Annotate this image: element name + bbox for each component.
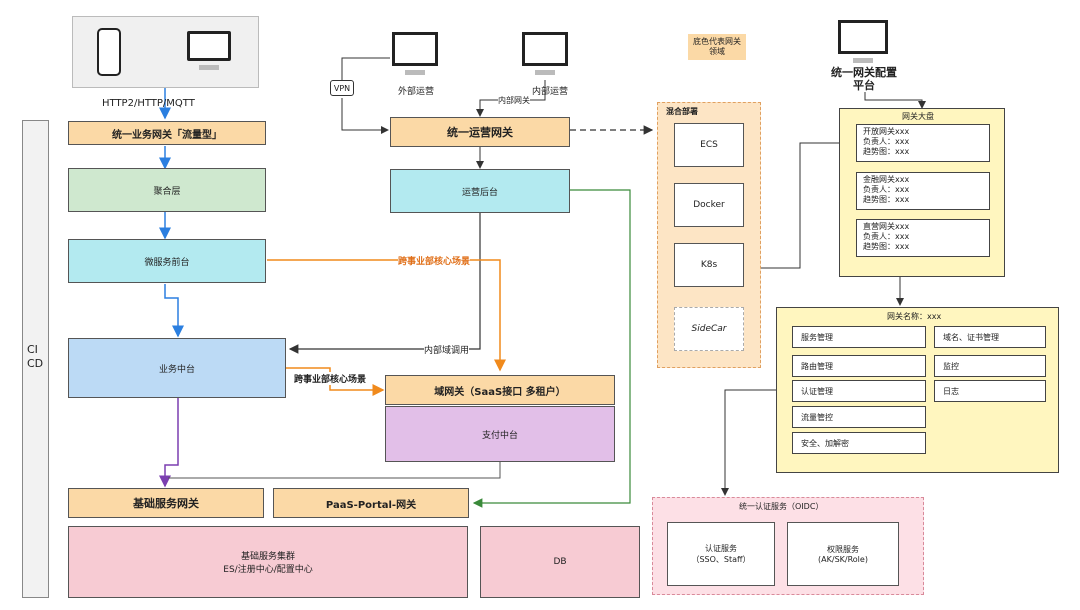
hybrid-k8s: K8s	[674, 243, 744, 287]
business-middle-platform: 业务中台	[68, 338, 286, 398]
card-name: 开放网关xxx	[863, 127, 910, 136]
external-ops-label: 外部运营	[398, 87, 435, 97]
auth-service-detail: （SSO、Staff）	[691, 555, 751, 564]
dashboard-card: 开放网关xxx 负责人：xxx 趋势图：xxx	[856, 124, 990, 162]
business-gateway: 统一业务网关「流量型」	[68, 121, 266, 145]
color-legend: 底色代表网关领域	[688, 34, 746, 60]
domain-cert-management: 域名、证书管理	[934, 326, 1046, 348]
card-trend: 趋势图：xxx	[863, 242, 910, 251]
internal-ops-monitor-icon	[522, 32, 568, 66]
oidc-title: 统一认证服务（OIDC）	[739, 502, 824, 511]
hybrid-ecs: ECS	[674, 123, 744, 167]
auth-management: 认证管理	[792, 380, 926, 402]
permission-service-name: 权限服务	[827, 545, 859, 554]
hybrid-title: 混合部署	[666, 107, 698, 116]
card-owner: 负责人：xxx	[863, 137, 910, 146]
payment-middle-platform: 支付中台	[385, 406, 615, 462]
card-name: 金融网关xxx	[863, 175, 910, 184]
base-cluster-title: 基础服务集群	[240, 552, 295, 562]
client-devices-panel	[72, 16, 259, 88]
internal-domain-call-label: 内部域调用	[424, 343, 470, 356]
base-service-cluster: 基础服务集群 ES/注册中心/配置中心	[68, 526, 468, 598]
hybrid-docker: Docker	[674, 183, 744, 227]
card-trend: 趋势图：xxx	[863, 195, 910, 204]
hybrid-deployment-panel: 混合部署 ECS Docker K8s SideCar	[657, 102, 761, 368]
logs: 日志	[934, 380, 1046, 402]
gateway-dashboard: 网关大盘 开放网关xxx 负责人：xxx 趋势图：xxx 金融网关xxx 负责人…	[839, 108, 1005, 277]
internal-ops-label: 内部运营	[532, 87, 569, 97]
base-service-gateway: 基础服务网关	[68, 488, 264, 518]
card-owner: 负责人：xxx	[863, 185, 910, 194]
cross-core-label-2: 跨事业部核心场景	[294, 372, 367, 385]
platform-title: 统一网关配置平台	[831, 66, 897, 92]
oidc-auth-panel: 统一认证服务（OIDC） 认证服务 （SSO、Staff） 权限服务 (AK/S…	[652, 497, 924, 595]
ops-backend: 运营后台	[390, 169, 570, 213]
cicd-label: CI CD	[27, 343, 44, 370]
internal-ops-stand-icon	[535, 70, 555, 75]
monitoring: 监控	[934, 355, 1046, 377]
permission-service-detail: (AK/SK/Role)	[818, 555, 868, 564]
monitor-icon	[187, 31, 231, 61]
dashboard-title: 网关大盘	[902, 112, 934, 121]
dashboard-card: 直营网关xxx 负责人：xxx 趋势图：xxx	[856, 219, 990, 257]
route-management: 路由管理	[792, 355, 926, 377]
micro-frontend: 微服务前台	[68, 239, 266, 283]
aggregation-layer: 聚合层	[68, 168, 266, 212]
database: DB	[480, 526, 640, 598]
service-management: 服务管理	[792, 326, 926, 348]
external-ops-stand-icon	[405, 70, 425, 75]
card-name: 直营网关xxx	[863, 222, 910, 231]
domain-gateway: 域网关（SaaS接口 多租户）	[385, 375, 615, 405]
sso-auth-service: 认证服务 （SSO、Staff）	[667, 522, 775, 586]
internal-gateway-label: 内部网关	[498, 95, 530, 106]
auth-service-name: 认证服务	[705, 544, 737, 553]
hybrid-sidecar: SideCar	[674, 307, 744, 351]
card-owner: 负责人：xxx	[863, 232, 910, 241]
platform-monitor-icon	[838, 20, 888, 54]
permission-service: 权限服务 (AK/SK/Role)	[787, 522, 899, 586]
external-ops-monitor-icon	[392, 32, 438, 66]
phone-icon	[97, 28, 121, 76]
card-trend: 趋势图：xxx	[863, 147, 910, 156]
paas-portal-gateway: PaaS-Portal-网关	[273, 488, 469, 518]
gateway-detail-title: 网关名称：xxx	[887, 312, 942, 321]
dashboard-card: 金融网关xxx 负责人：xxx 趋势图：xxx	[856, 172, 990, 210]
base-cluster-subtitle: ES/注册中心/配置中心	[223, 565, 313, 575]
client-protocols: HTTP2/HTTP/MQTT	[102, 98, 195, 109]
gateway-detail-panel: 网关名称：xxx 服务管理 路由管理 认证管理 流量管控 安全、加解密 域名、证…	[776, 307, 1059, 473]
monitor-stand-icon	[199, 65, 219, 70]
cross-core-label: 跨事业部核心场景	[398, 254, 471, 267]
vpn-icon: VPN	[330, 80, 354, 96]
unified-ops-gateway: 统一运营网关	[390, 117, 570, 147]
traffic-control: 流量管控	[792, 406, 926, 428]
security-encryption: 安全、加解密	[792, 432, 926, 454]
platform-stand-icon	[853, 58, 873, 63]
cicd-bar	[22, 120, 49, 598]
